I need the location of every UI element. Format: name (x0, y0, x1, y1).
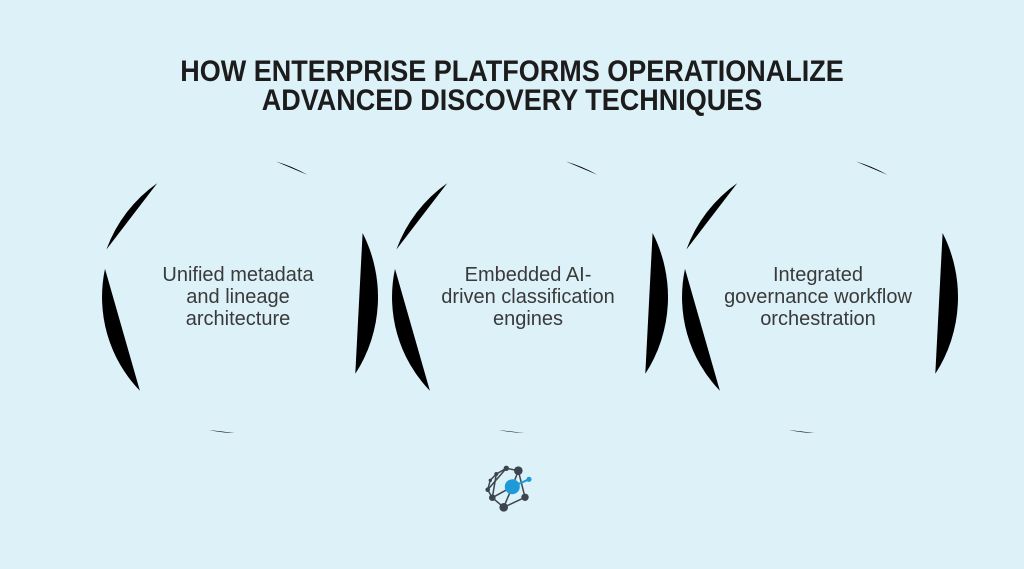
circle-label-line: Integrated (772, 264, 864, 286)
page-title-line-1: HOW ENTERPRISE PLATFORMS OPERATIONALIZE (180, 55, 844, 88)
network-graph-icon (485, 465, 532, 512)
circle-label-line: Embedded AI- (464, 264, 592, 286)
circle-label: Unified metadata and lineage architectur… (118, 264, 358, 330)
circle-label-line: Unified metadata (162, 264, 314, 286)
circle-label: Integrated governance workflow orchestra… (698, 264, 938, 330)
circle-governance-workflow-orchestration: Integrated governance workflow orchestra… (672, 151, 964, 443)
circle-unified-metadata-architecture: Unified metadata and lineage architectur… (92, 151, 384, 443)
page-title-line-2: ADVANCED DISCOVERY TECHNIQUES (261, 84, 763, 117)
circle-label-line: governance workflow (724, 286, 912, 308)
circle-label-line: orchestration (760, 308, 876, 330)
circle-label: Embedded AI- driven classification engin… (408, 264, 648, 330)
circle-label-line: driven classification (441, 286, 615, 308)
page-title: HOW ENTERPRISE PLATFORMS OPERATIONALIZE … (51, 55, 973, 117)
circle-label-line: engines (492, 308, 564, 330)
circle-label-line: architecture (185, 308, 291, 330)
circle-label-line: and lineage (186, 286, 290, 308)
circle-embedded-ai-classification: Embedded AI- driven classification engin… (382, 151, 674, 443)
